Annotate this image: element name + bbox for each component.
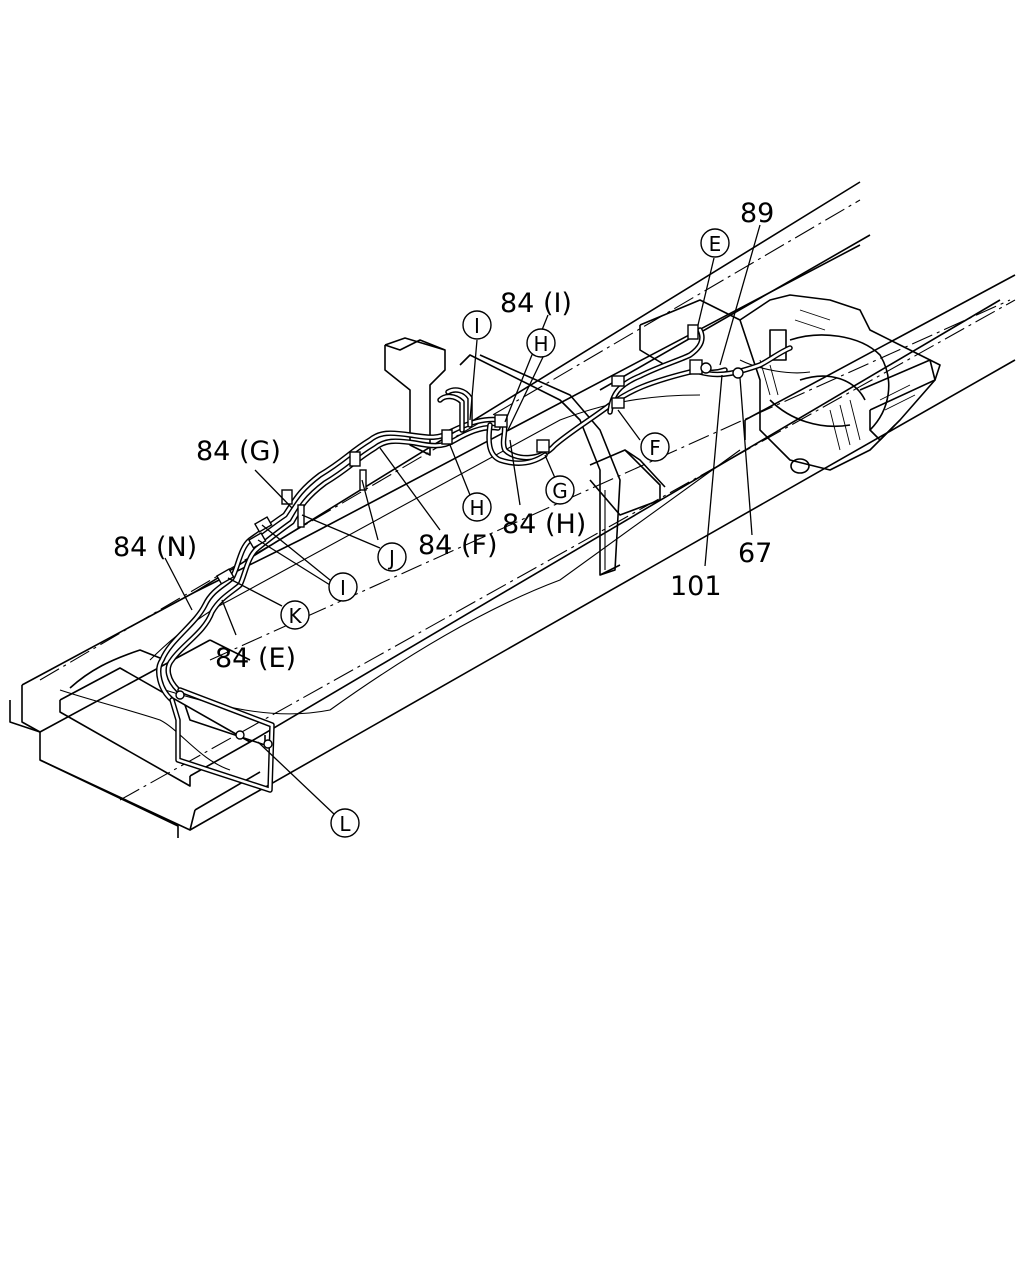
- callout-e: E: [700, 228, 730, 258]
- part-label-84-f: 84 (F): [418, 530, 498, 561]
- callout-f: F: [640, 432, 670, 462]
- leader-lines: [164, 224, 761, 816]
- callout-i-bottom: I: [328, 572, 358, 602]
- svg-text:L: L: [339, 812, 351, 836]
- part-label-67: 67: [738, 538, 772, 569]
- part-label-89: 89: [740, 198, 774, 229]
- svg-text:J: J: [387, 546, 395, 570]
- callout-g: G: [545, 475, 575, 505]
- svg-text:I: I: [340, 576, 346, 600]
- callout-k: K: [280, 600, 310, 630]
- callout-i-top: I: [462, 310, 492, 340]
- callout-l: L: [330, 808, 360, 838]
- svg-text:H: H: [469, 496, 484, 520]
- part-label-84-e: 84 (E): [215, 643, 296, 674]
- brake-pipes: [156, 327, 793, 793]
- svg-text:G: G: [552, 479, 568, 503]
- svg-text:H: H: [533, 332, 548, 356]
- svg-text:K: K: [288, 604, 302, 628]
- callout-j: J: [377, 542, 407, 572]
- pipe-fittings: [175, 324, 744, 749]
- callout-h-bottom: H: [462, 492, 492, 522]
- part-labels: 89 84 (I) 84 (G) 84 (N) 84 (F) 84 (H) 84…: [113, 198, 774, 674]
- part-label-84-i: 84 (I): [500, 288, 572, 319]
- svg-text:I: I: [474, 314, 480, 338]
- callout-h-top: H: [526, 328, 556, 358]
- part-label-84-g: 84 (G): [196, 436, 281, 467]
- part-label-84-h: 84 (H): [502, 509, 586, 540]
- part-label-101: 101: [670, 571, 722, 602]
- svg-text:E: E: [709, 232, 722, 256]
- callout-markers: E I H F G H J I: [280, 228, 730, 838]
- part-label-84-n: 84 (N): [113, 532, 197, 563]
- transmission-assembly: [639, 294, 941, 474]
- svg-text:F: F: [649, 436, 661, 460]
